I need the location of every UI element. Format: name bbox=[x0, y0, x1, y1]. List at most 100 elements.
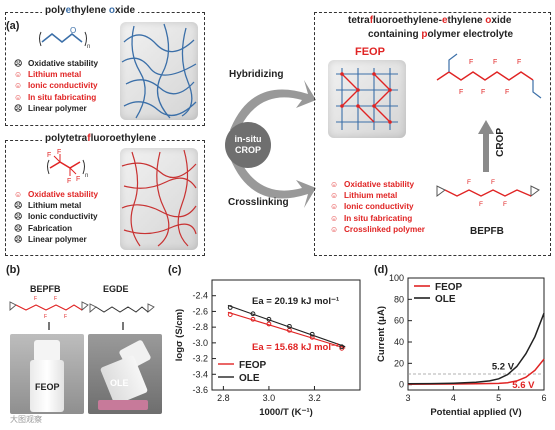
feop-network-cube bbox=[328, 60, 406, 138]
svg-text:F: F bbox=[481, 89, 485, 96]
data-point-ole bbox=[339, 344, 345, 350]
svg-text:F: F bbox=[479, 201, 483, 208]
bepfb-label: BEPFB bbox=[470, 226, 504, 237]
feop-prop-2: ☺Ionic conductivity bbox=[330, 202, 414, 212]
feop-prop-4: ☺Crosslinked polymer bbox=[330, 224, 425, 234]
svg-text:F: F bbox=[57, 149, 61, 156]
x-axis-label: Potential applied (V) bbox=[430, 407, 521, 418]
data-point-feop bbox=[266, 321, 272, 327]
svg-text:F: F bbox=[47, 152, 51, 159]
x-tick-label: 6 bbox=[541, 393, 546, 403]
svg-text:F: F bbox=[67, 178, 71, 185]
data-point-ole bbox=[266, 316, 272, 322]
hybrid-arrows bbox=[230, 80, 316, 208]
data-point-ole bbox=[309, 331, 315, 337]
ptfe-title: polytetrafluoroethylene bbox=[42, 133, 160, 144]
svg-text:F: F bbox=[467, 179, 471, 186]
feop-prop-3: ☺In situ fabricating bbox=[330, 213, 413, 223]
x-tick-label: 3.2 bbox=[308, 393, 321, 403]
x-tick-label: 4 bbox=[451, 393, 456, 403]
y-tick-label: 40 bbox=[394, 337, 404, 347]
peo-prop-1: ☺Lithium metal bbox=[14, 70, 82, 80]
svg-text:F: F bbox=[76, 176, 80, 183]
y-tick-label: -3.2 bbox=[192, 354, 208, 364]
feop-prop-1: ☺Lithium metal bbox=[330, 191, 398, 201]
y-tick-label: 20 bbox=[394, 358, 404, 368]
feop-prop-0: ☺Oxidative stability bbox=[330, 180, 415, 189]
in-situ-crop-circle: in-situ CROP bbox=[225, 122, 271, 168]
peo-prop-3: ☺In situ fabricating bbox=[14, 92, 97, 102]
svg-text:F: F bbox=[64, 314, 67, 320]
plot-frame bbox=[211, 279, 361, 391]
y-tick-label: 80 bbox=[394, 294, 404, 304]
ptfe-prop-4: ☹Linear polymer bbox=[14, 234, 87, 244]
peo-props: ☹Oxidative stability ☺Lithium metal ☺Ion… bbox=[14, 58, 98, 114]
x-tick-label: 2.8 bbox=[217, 393, 230, 403]
feop-vial-label: FEOP bbox=[35, 382, 60, 392]
y-axis-label: logσ (S/cm) bbox=[174, 309, 185, 361]
peo-structure: O n bbox=[39, 26, 90, 50]
onset-feop-annotation: 5.6 V bbox=[512, 380, 535, 391]
data-point-ole bbox=[250, 311, 256, 317]
y-axis-label: Current (μA) bbox=[376, 306, 387, 362]
feop-vial-photo: FEOP bbox=[10, 334, 84, 414]
ole-vial-label: OLE bbox=[110, 378, 129, 388]
watermark: 大图观察 bbox=[10, 415, 42, 424]
y-tick-label: 60 bbox=[394, 316, 404, 326]
ptfe-prop-1: ☹Lithium metal bbox=[14, 201, 82, 211]
crop-arrow bbox=[478, 120, 494, 172]
ptfe-chain-cube bbox=[120, 148, 198, 250]
ptfe-props: ☺Oxidative stability ☹Lithium metal ☹Ion… bbox=[14, 189, 98, 245]
result-title-line1: tetrafluoroethylene-ethylene oxide bbox=[348, 15, 512, 26]
y-tick-label: -2.4 bbox=[192, 291, 208, 301]
y-tick-label: 0 bbox=[399, 380, 404, 390]
panel-b-label: (b) bbox=[6, 264, 21, 276]
ole-vial-photo: OLE bbox=[88, 334, 162, 414]
y-tick-label: -2.6 bbox=[192, 306, 208, 316]
y-tick-label: 100 bbox=[389, 273, 404, 283]
legend-label-ole: OLE bbox=[435, 294, 456, 305]
svg-text:F: F bbox=[54, 296, 57, 302]
svg-text:F: F bbox=[34, 296, 37, 302]
x-tick-label: 3.0 bbox=[263, 393, 276, 403]
crop-label: CROP bbox=[495, 128, 506, 157]
ea-feop-annotation: Ea = 15.68 kJ mol⁻¹ bbox=[252, 342, 339, 353]
y-tick-label: -3.4 bbox=[192, 369, 208, 379]
ptfe-structure: F F F F n bbox=[47, 149, 88, 185]
peo-prop-0: ☹Oxidative stability bbox=[14, 59, 99, 68]
data-point-ole bbox=[227, 305, 233, 310]
ptfe-prop-0: ☺Oxidative stability bbox=[14, 190, 99, 199]
panel-c-label: (c) bbox=[168, 264, 182, 276]
feop-unit-structure: FFF FFF bbox=[436, 53, 542, 99]
data-point-feop bbox=[250, 316, 256, 322]
fit-line-ole bbox=[227, 304, 346, 348]
egde-small-structure bbox=[89, 303, 155, 313]
y-tick-label: -2.8 bbox=[192, 322, 208, 332]
panel-d-label: (d) bbox=[374, 264, 389, 276]
svg-text:F: F bbox=[505, 89, 509, 96]
peo-prop-4: ☹Linear polymer bbox=[14, 103, 87, 113]
svg-text:n: n bbox=[87, 44, 90, 50]
peo-oxygen: O bbox=[70, 26, 76, 35]
svg-text:F: F bbox=[493, 59, 497, 66]
crosslinking-label: Crosslinking bbox=[228, 197, 289, 208]
fit-line-feop bbox=[227, 311, 346, 349]
curve-ole bbox=[407, 312, 545, 385]
x-axis-label: 1000/T (K⁻¹) bbox=[259, 407, 313, 418]
legend-label-feop: FEOP bbox=[435, 282, 463, 293]
ea-ole-annotation: Ea = 20.19 kJ mol⁻¹ bbox=[252, 296, 339, 307]
panel-a-label: (a) bbox=[6, 20, 20, 32]
svg-text:F: F bbox=[503, 201, 507, 208]
svg-text:F: F bbox=[469, 59, 473, 66]
result-title-line2: containing polymer electrolyte bbox=[368, 29, 514, 40]
legend-label-feop: FEOP bbox=[239, 360, 267, 371]
plot-frame bbox=[407, 277, 545, 391]
peo-chain-cube bbox=[120, 22, 198, 120]
svg-text:F: F bbox=[517, 59, 521, 66]
vial-divider-1 bbox=[48, 322, 50, 330]
x-tick-label: 3 bbox=[405, 393, 410, 403]
peo-prop-2: ☺Ionic conductivity bbox=[14, 81, 98, 91]
ptfe-prop-3: ☹Fabrication bbox=[14, 223, 73, 233]
